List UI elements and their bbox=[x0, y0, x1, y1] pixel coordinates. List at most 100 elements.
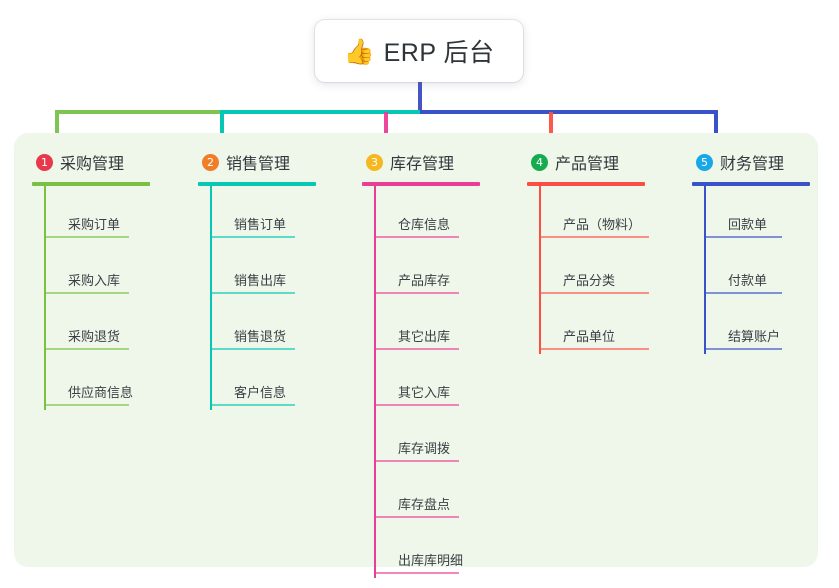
leaf-item-label: 供应商信息 bbox=[68, 385, 134, 400]
leaf-item-label: 销售订单 bbox=[234, 217, 287, 232]
leaf-item[interactable]: 客户信息 bbox=[198, 354, 348, 410]
leaf-item-label: 出库库明细 bbox=[398, 553, 464, 568]
branch-badge-4: 4 bbox=[531, 153, 548, 171]
branch-items-3: 仓库信息产品库存其它出库其它入库库存调拨库存盘点出库库明细 bbox=[362, 186, 512, 578]
leaf-item[interactable]: 库存盘点 bbox=[362, 466, 512, 522]
branch-badge-2: 2 bbox=[202, 153, 219, 171]
bus-segment-2 bbox=[220, 110, 422, 114]
branch-badge-1: 1 bbox=[36, 153, 53, 171]
leaf-item[interactable]: 产品（物料） bbox=[527, 186, 677, 242]
branch-header-1[interactable]: 1 采购管理 bbox=[32, 145, 182, 179]
leaf-item-underline bbox=[44, 236, 129, 238]
leaf-item[interactable]: 供应商信息 bbox=[32, 354, 182, 410]
leaf-item-underline bbox=[44, 292, 129, 294]
leaf-item-label: 回款单 bbox=[728, 217, 768, 232]
leaf-item-label: 产品库存 bbox=[398, 273, 451, 288]
leaf-item-label: 库存调拨 bbox=[398, 441, 451, 456]
branch-badge-3: 3 bbox=[366, 153, 383, 171]
branch-title-2: 销售管理 bbox=[226, 156, 291, 173]
leaf-item[interactable]: 采购退货 bbox=[32, 298, 182, 354]
bus-segment-1 bbox=[55, 110, 222, 114]
branch-drop-2 bbox=[220, 112, 224, 138]
leaf-item-underline bbox=[539, 348, 649, 350]
leaf-item[interactable]: 销售订单 bbox=[198, 186, 348, 242]
leaf-item-underline bbox=[374, 292, 459, 294]
leaf-item-underline bbox=[210, 236, 295, 238]
leaf-item-label: 销售退货 bbox=[234, 329, 287, 344]
bus-segment-3 bbox=[420, 110, 718, 114]
branch-header-3[interactable]: 3 库存管理 bbox=[362, 145, 512, 179]
branch-spine-5 bbox=[704, 186, 706, 354]
branch-drop-1 bbox=[55, 112, 59, 138]
leaf-item-underline bbox=[374, 460, 459, 462]
branch-badge-5: 5 bbox=[696, 153, 713, 171]
branch-header-5[interactable]: 5 财务管理 bbox=[692, 145, 832, 179]
branch-drop-4 bbox=[549, 112, 553, 136]
leaf-item[interactable]: 销售出库 bbox=[198, 242, 348, 298]
leaf-item-label: 产品分类 bbox=[563, 273, 616, 288]
branch-title-1: 采购管理 bbox=[60, 156, 125, 173]
root-title: ERP 后台 bbox=[383, 39, 495, 67]
branch-items-2: 销售订单销售出库销售退货客户信息 bbox=[198, 186, 348, 410]
leaf-item-label: 库存盘点 bbox=[398, 497, 451, 512]
leaf-item[interactable]: 其它出库 bbox=[362, 298, 512, 354]
leaf-item-label: 采购入库 bbox=[68, 273, 121, 288]
branch-title-4: 产品管理 bbox=[555, 156, 620, 173]
branch-items-1: 采购订单采购入库采购退货供应商信息 bbox=[32, 186, 182, 410]
branch-column-3: 3 库存管理仓库信息产品库存其它出库其它入库库存调拨库存盘点出库库明细 bbox=[362, 145, 512, 578]
leaf-item[interactable]: 库存调拨 bbox=[362, 410, 512, 466]
leaf-item-label: 客户信息 bbox=[234, 385, 287, 400]
leaf-item-label: 仓库信息 bbox=[398, 217, 451, 232]
leaf-item-label: 产品（物料） bbox=[563, 217, 642, 232]
leaf-item[interactable]: 仓库信息 bbox=[362, 186, 512, 242]
leaf-item[interactable]: 出库库明细 bbox=[362, 522, 512, 578]
leaf-item[interactable]: 其它入库 bbox=[362, 354, 512, 410]
leaf-item[interactable]: 产品分类 bbox=[527, 242, 677, 298]
branch-drop-3 bbox=[384, 112, 388, 136]
leaf-item[interactable]: 产品单位 bbox=[527, 298, 677, 354]
branch-underline-1 bbox=[32, 182, 150, 186]
leaf-item-underline bbox=[374, 236, 459, 238]
leaf-item-underline bbox=[210, 404, 295, 406]
leaf-item-underline bbox=[374, 516, 459, 518]
branch-header-2[interactable]: 2 销售管理 bbox=[198, 145, 348, 179]
leaf-item[interactable]: 结算账户 bbox=[692, 298, 832, 354]
branch-underline-2 bbox=[198, 182, 316, 186]
branch-items-5: 回款单付款单结算账户 bbox=[692, 186, 832, 354]
branch-underline-3 bbox=[362, 182, 480, 186]
leaf-item[interactable]: 采购入库 bbox=[32, 242, 182, 298]
leaf-item-underline bbox=[210, 348, 295, 350]
leaf-item[interactable]: 采购订单 bbox=[32, 186, 182, 242]
leaf-item-underline bbox=[704, 236, 782, 238]
leaf-item[interactable]: 付款单 bbox=[692, 242, 832, 298]
leaf-item-underline bbox=[44, 404, 129, 406]
leaf-item[interactable]: 销售退货 bbox=[198, 298, 348, 354]
branches-panel: 1 采购管理采购订单采购入库采购退货供应商信息 2 销售管理销售订单销售出库销售退货客… bbox=[14, 133, 818, 578]
leaf-item-underline bbox=[539, 236, 649, 238]
branch-header-4[interactable]: 4 产品管理 bbox=[527, 145, 677, 179]
leaf-item-label: 结算账户 bbox=[728, 329, 781, 344]
branch-items-4: 产品（物料） 产品分类产品单位 bbox=[527, 186, 677, 354]
branch-underline-4 bbox=[527, 182, 645, 186]
branch-underline-5 bbox=[692, 182, 810, 186]
leaf-item-label: 采购订单 bbox=[68, 217, 121, 232]
root-node[interactable]: 👍 ERP 后台 bbox=[315, 20, 523, 82]
branch-column-1: 1 采购管理采购订单采购入库采购退货供应商信息 bbox=[32, 145, 182, 410]
branch-drop-5 bbox=[714, 112, 718, 136]
branch-spine-3 bbox=[374, 186, 376, 578]
branch-column-5: 5 财务管理回款单付款单结算账户 bbox=[692, 145, 832, 354]
branch-spine-2 bbox=[210, 186, 212, 410]
leaf-item-label: 产品单位 bbox=[563, 329, 616, 344]
leaf-item[interactable]: 回款单 bbox=[692, 186, 832, 242]
leaf-item-underline bbox=[44, 348, 129, 350]
leaf-item-label: 付款单 bbox=[728, 273, 768, 288]
leaf-item-label: 其它出库 bbox=[398, 329, 451, 344]
leaf-item[interactable]: 产品库存 bbox=[362, 242, 512, 298]
leaf-item-label: 销售出库 bbox=[234, 273, 287, 288]
leaf-item-label: 其它入库 bbox=[398, 385, 451, 400]
leaf-item-underline bbox=[374, 572, 459, 574]
branch-title-3: 库存管理 bbox=[390, 156, 455, 173]
branch-column-4: 4 产品管理产品（物料） 产品分类产品单位 bbox=[527, 145, 677, 354]
branch-title-5: 财务管理 bbox=[720, 156, 785, 173]
